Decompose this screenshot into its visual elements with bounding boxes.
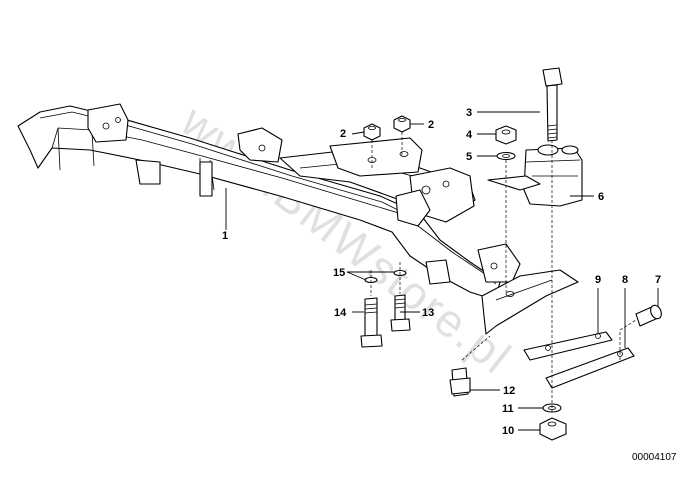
- long-hex-bolt: [542, 67, 563, 142]
- callout-2-right: 2: [428, 119, 434, 131]
- callout-labels: 1 2 2 3 4 5 6 7 8 9 10 11 12 13 14 15: [222, 107, 661, 437]
- callout-4: 4: [466, 129, 473, 141]
- callout-15: 15: [333, 267, 345, 279]
- callout-10: 10: [502, 425, 514, 437]
- callout-12: 12: [503, 385, 515, 397]
- callout-6: 6: [598, 191, 604, 203]
- assembly-axes: [370, 132, 637, 412]
- callout-9: 9: [595, 274, 601, 286]
- callout-8: 8: [622, 274, 628, 286]
- callout-leaders: [225, 111, 659, 431]
- callout-2-left: 2: [340, 128, 346, 140]
- callout-11: 11: [502, 403, 514, 415]
- callout-13: 13: [422, 307, 434, 319]
- nut-and-washer: [495, 125, 517, 161]
- callout-5: 5: [466, 151, 472, 163]
- small-bolt: [635, 304, 662, 327]
- callout-7: 7: [655, 274, 661, 286]
- bottom-fasteners: [449, 367, 567, 441]
- callout-14: 14: [334, 307, 347, 319]
- callout-1: 1: [222, 230, 228, 242]
- document-number: 00004107: [632, 452, 677, 463]
- strip-plates: [523, 331, 635, 389]
- lower-bolts: [360, 269, 411, 348]
- top-nuts: [363, 115, 411, 141]
- rubber-mount: [487, 144, 583, 207]
- callout-3: 3: [466, 107, 472, 119]
